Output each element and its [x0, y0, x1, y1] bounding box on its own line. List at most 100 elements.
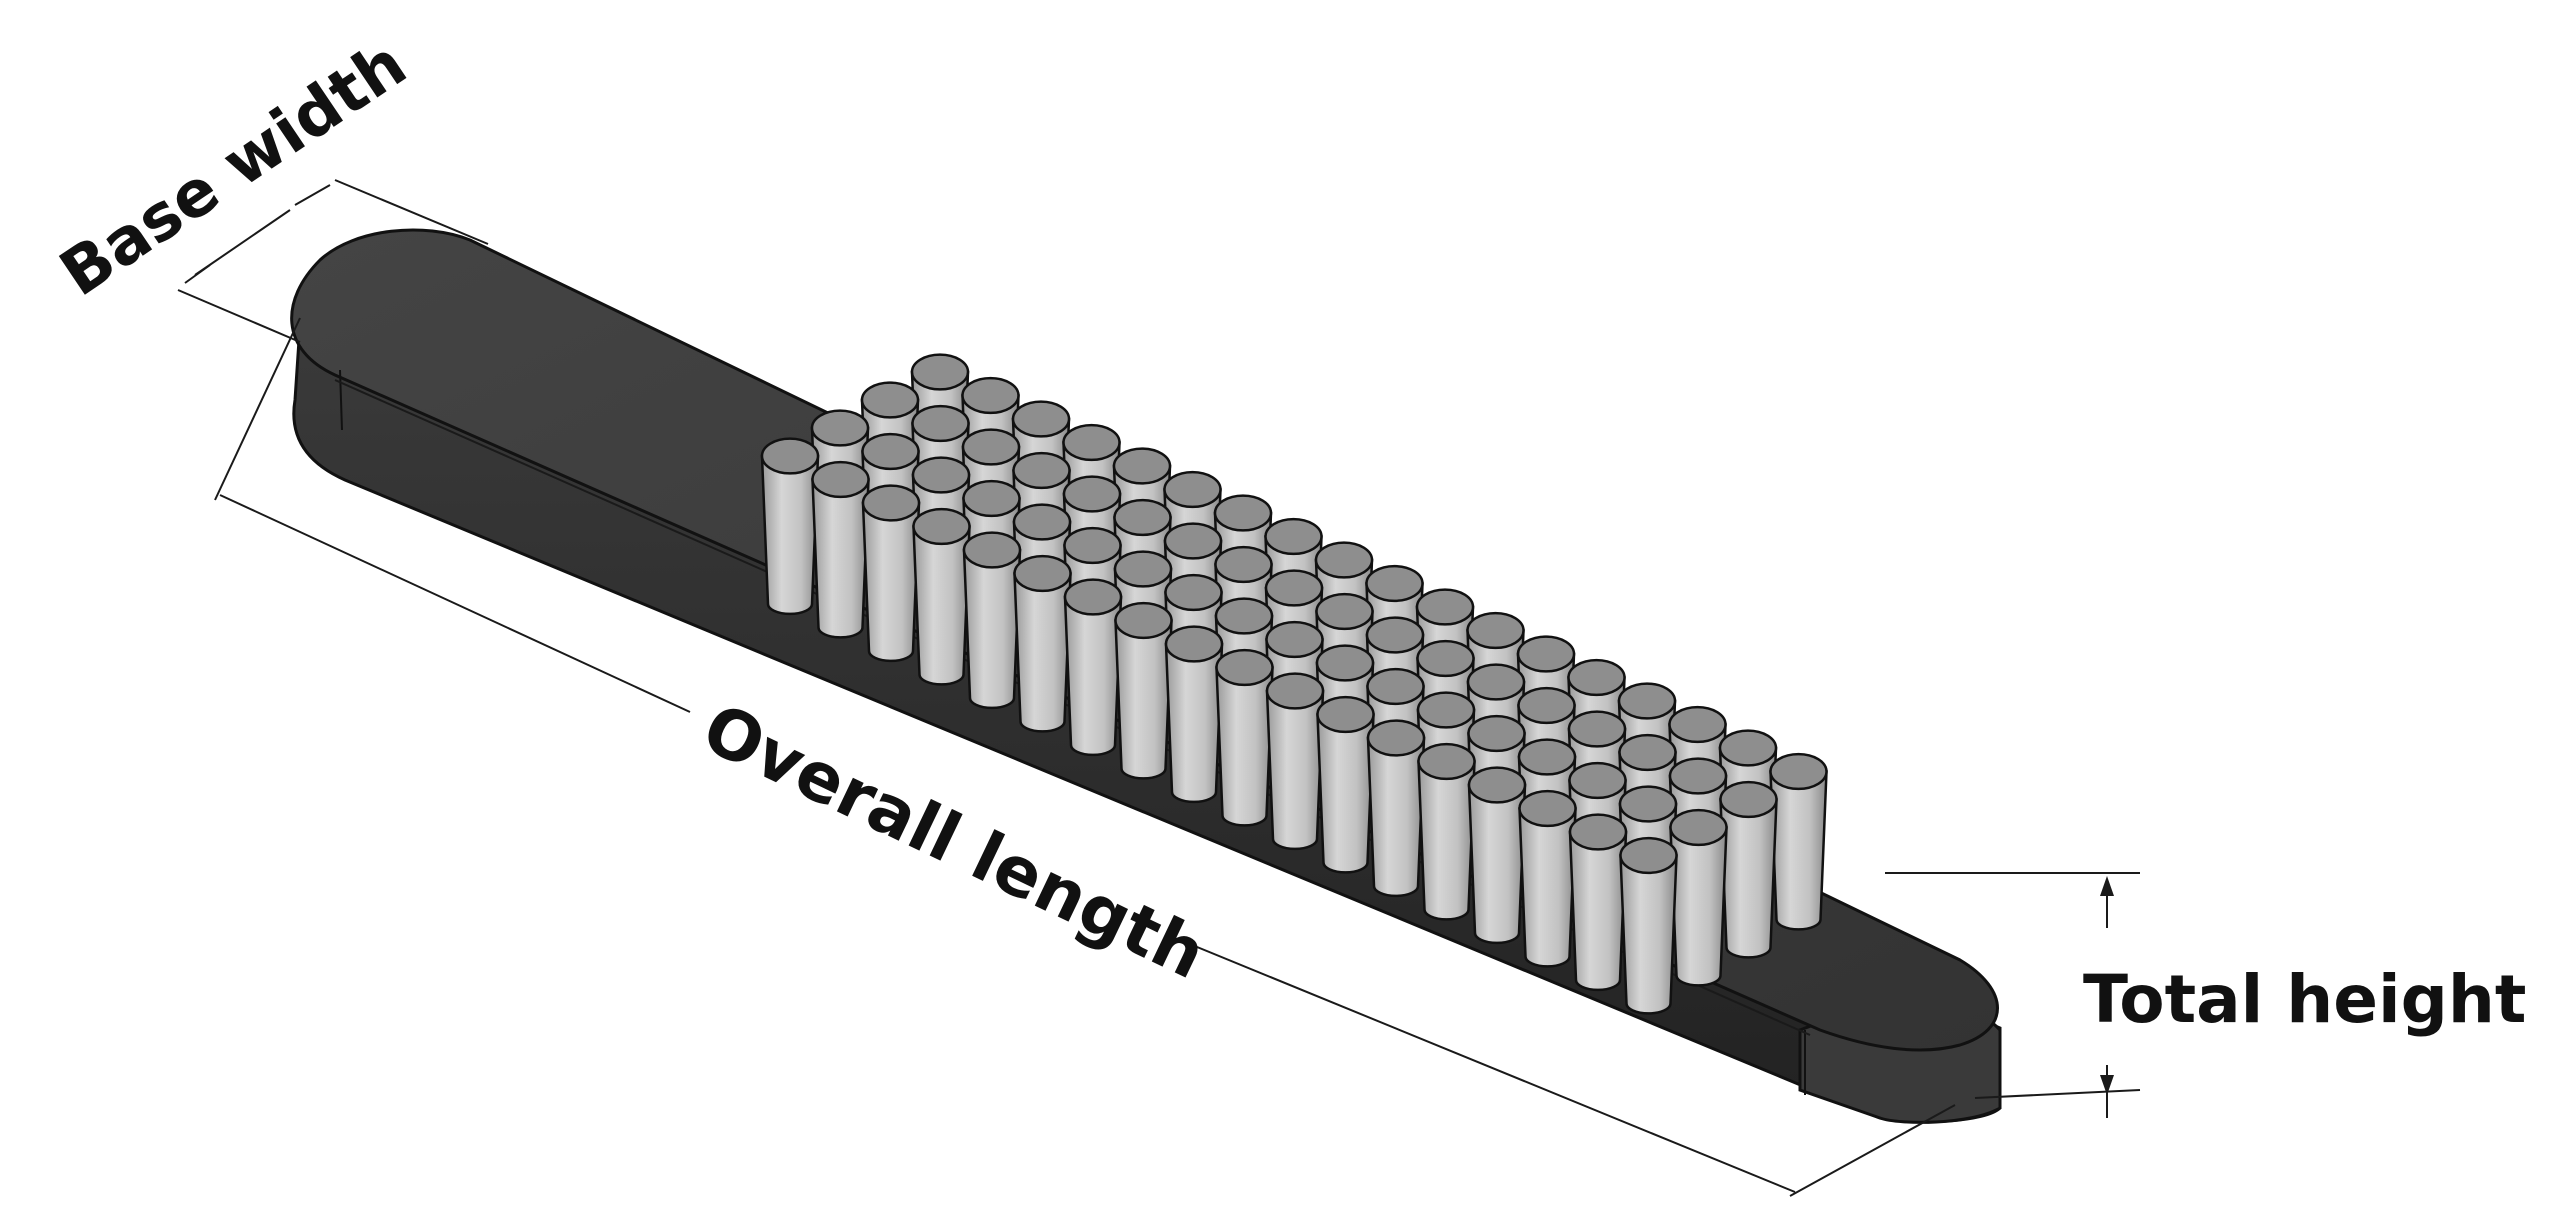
bristle-tuft	[1366, 719, 1426, 898]
bristle-tuft	[1568, 813, 1628, 992]
total-height-arrow-top	[2100, 876, 2114, 896]
bristle-top	[1265, 620, 1324, 659]
bristle-tuft	[1164, 625, 1224, 804]
total-height-arrow-bottom	[2100, 1075, 2114, 1095]
bristle-body	[1013, 572, 1072, 733]
bristle-body	[1467, 783, 1527, 945]
bristle-tuft	[1114, 601, 1173, 780]
bristle-top	[1669, 808, 1728, 847]
bristle-top	[1214, 545, 1273, 584]
bristle-tuft	[1063, 578, 1123, 757]
bristle-top	[1112, 447, 1172, 485]
bristle-tuft	[912, 507, 971, 686]
bristle-top	[962, 531, 1022, 569]
bristle-top	[1062, 423, 1121, 462]
bristle-top	[1114, 601, 1173, 640]
bristle-top	[1314, 541, 1374, 579]
bristle-top	[1163, 470, 1222, 509]
bristle-top	[860, 381, 920, 419]
bristle-tuft	[1769, 752, 1828, 931]
bristle-tuft	[1619, 836, 1678, 1015]
overall-length-line-right	[1179, 939, 1796, 1193]
overall-length-extension-back	[214, 317, 301, 501]
overall-length-line-left	[219, 494, 691, 713]
bristle-top	[1213, 494, 1273, 532]
bristle-top	[1619, 836, 1678, 875]
bristle-top	[1062, 475, 1122, 513]
bristle-tuft	[861, 484, 921, 663]
bristle-tuft	[1518, 789, 1577, 968]
bristle-body	[1417, 760, 1476, 921]
bristle-top	[1416, 639, 1475, 678]
bristle-top	[1365, 564, 1424, 603]
bristle-body	[912, 525, 971, 686]
bristle-top	[1063, 578, 1123, 616]
bristle-top	[1011, 400, 1071, 438]
bristle-top	[1567, 710, 1627, 748]
bristle-top	[1365, 616, 1425, 654]
bristle-top	[1618, 785, 1678, 823]
bristle-tuft	[1013, 554, 1072, 733]
total-height-label: Total height	[2083, 961, 2526, 1038]
bristle-top	[911, 456, 971, 494]
overall-length-extension-front	[1789, 1104, 1956, 1197]
bristle-top	[1466, 663, 1526, 701]
bristle-top	[910, 353, 970, 391]
bristle-top	[1417, 742, 1476, 781]
bristle-tuft	[1265, 672, 1325, 851]
bristle-top	[1214, 597, 1274, 635]
bristle-top	[1366, 667, 1425, 706]
bristle-top	[1265, 672, 1325, 710]
bristle-top	[811, 460, 870, 499]
base-width-extension-2	[177, 289, 301, 343]
bristle-body	[811, 478, 870, 639]
bristle-top	[911, 404, 970, 443]
bristle-body	[1769, 770, 1828, 931]
base-width-tick-1	[294, 184, 331, 206]
bristle-body	[1669, 826, 1728, 987]
base-width-tick-2	[184, 264, 211, 284]
bristle-body	[1316, 713, 1375, 874]
bristle-body	[1164, 642, 1224, 804]
bristle-body	[760, 454, 820, 616]
bristle-top	[1467, 766, 1527, 804]
bristle-body	[1719, 798, 1778, 959]
bristle-body	[1265, 689, 1325, 851]
bristle-top	[961, 428, 1021, 466]
bristle-tuft	[760, 437, 820, 616]
bristle-top	[1113, 498, 1172, 537]
bristle-tuft	[1417, 742, 1476, 921]
bristle-top	[1517, 686, 1576, 725]
bristle-top	[1668, 705, 1727, 744]
bristle-top	[1719, 780, 1778, 819]
bristle-body	[1366, 736, 1426, 898]
bristle-top	[1769, 752, 1828, 791]
bristle-top	[1316, 695, 1375, 734]
bristle-top	[961, 376, 1020, 415]
bristle-top	[1215, 648, 1274, 687]
bristle-top	[1568, 761, 1627, 800]
total-height-extension-bottom	[1974, 1089, 2141, 1099]
bristle-body	[1518, 807, 1577, 968]
bristle-top	[1415, 588, 1475, 626]
bristle-top	[1164, 573, 1223, 612]
base-width-extension-1	[334, 179, 489, 245]
bristle-top	[1164, 625, 1224, 663]
bristle-top	[1517, 738, 1577, 776]
bristle-top	[1012, 451, 1071, 490]
bristle-top	[962, 479, 1021, 518]
bristle-top	[1366, 719, 1426, 757]
bristle-top	[1315, 644, 1375, 682]
bristle-top	[760, 437, 820, 475]
bristle-body	[1619, 854, 1678, 1015]
bristle-top	[1617, 682, 1677, 720]
bristle-top	[912, 507, 971, 546]
bristle-top	[1416, 691, 1476, 729]
bristle-top	[1012, 503, 1072, 541]
bristle-top	[1518, 789, 1577, 828]
total-height-dimension: Total height	[1885, 872, 2526, 1118]
bristle-top	[1668, 757, 1728, 795]
bristle-body	[962, 548, 1022, 710]
bristle-top	[1163, 522, 1223, 560]
